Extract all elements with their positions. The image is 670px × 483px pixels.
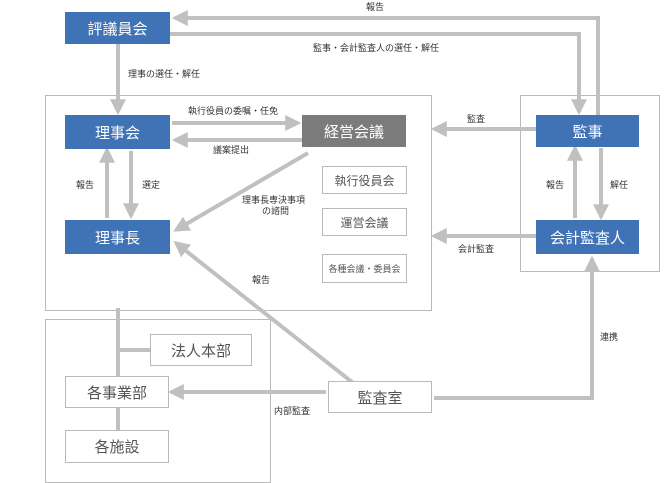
management-meeting-node: 経営会議 <box>302 115 406 147</box>
internal-audit-office-node: 監査室 <box>328 381 432 413</box>
corporate-hq-node: 法人本部 <box>150 334 252 366</box>
edge-report-to-council <box>171 10 600 117</box>
label-appoint-auditors: 監事・会計監査人の選任・解任 <box>313 44 440 54</box>
edge-cooperation <box>434 255 600 400</box>
label-dismissal: 解任 <box>610 181 629 191</box>
chairman-node: 理事長 <box>65 220 170 254</box>
label-report-top: 報告 <box>366 3 385 13</box>
label-cooperation: 連携 <box>600 333 619 343</box>
label-delegation: 執行役員の委嘱・任免 <box>188 107 279 117</box>
executive-officers-meeting-node: 執行役員会 <box>322 166 407 194</box>
label-report-left: 報告 <box>76 181 95 191</box>
label-selection: 選定 <box>142 181 161 191</box>
label-accounting-audit: 会計監査 <box>458 245 495 255</box>
label-report-diagonal: 報告 <box>252 276 271 286</box>
business-divisions-node: 各事業部 <box>65 376 169 408</box>
label-chairman-decision: 理事長専決事項 <box>242 196 306 206</box>
council-node: 評議員会 <box>65 12 170 44</box>
committees-node: 各種会議・委員会 <box>322 254 407 283</box>
label-appoint-directors: 理事の選任・解任 <box>128 70 201 80</box>
label-audit: 監査 <box>467 115 486 125</box>
edge-appoint-auditors <box>168 32 587 116</box>
operations-meeting-node: 運営会議 <box>322 208 407 236</box>
facilities-node: 各施設 <box>65 430 169 463</box>
auditor-node: 監事 <box>536 115 639 147</box>
edge-report-diagonal <box>173 241 359 388</box>
board-node: 理事会 <box>65 115 170 149</box>
label-consultation: の諮問 <box>262 207 290 217</box>
label-internal-audit: 内部監査 <box>274 407 311 417</box>
label-report-right: 報告 <box>546 181 565 191</box>
label-proposal: 議案提出 <box>213 146 250 156</box>
edge-consultation <box>173 151 310 232</box>
accounting-auditor-node: 会計監査人 <box>536 220 639 254</box>
